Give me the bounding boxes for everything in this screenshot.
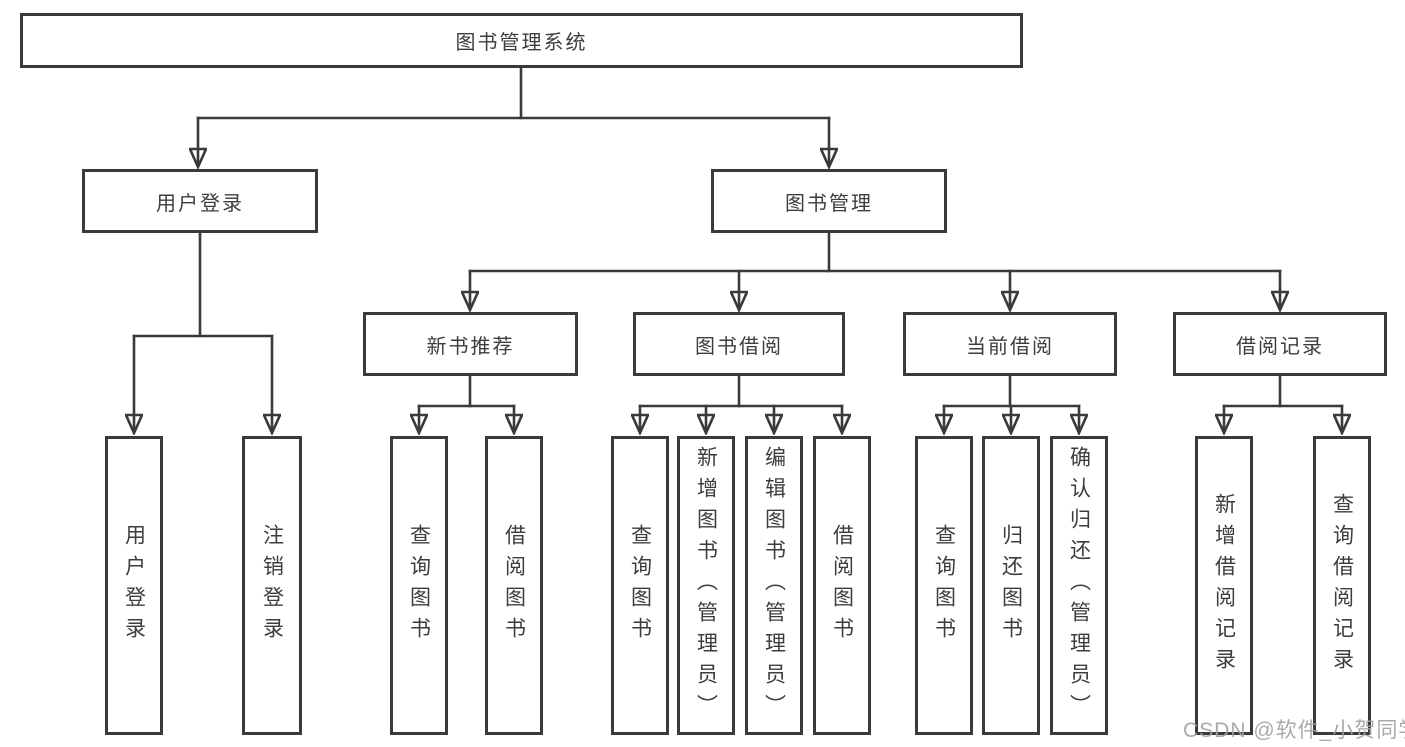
leaf-logout: 注销登录 — [242, 436, 302, 735]
leaf-add-books-admin: 新增图书（管理员） — [677, 436, 735, 735]
leaf-borrow-books-borrowing-label: 借阅图书 — [830, 523, 854, 648]
node-book-management: 图书管理 — [711, 169, 947, 233]
leaf-query-books-borrowing: 查询图书 — [611, 436, 669, 735]
leaf-borrow-books-recommend: 借阅图书 — [485, 436, 543, 735]
csdn-watermark: CSDN @软件_小贺同学 — [1183, 719, 1405, 742]
leaf-add-books-admin-label: 新增图书（管理员） — [694, 446, 718, 725]
leaf-confirm-return-admin: 确认归还（管理员） — [1050, 436, 1108, 735]
leaf-confirm-return-admin-label: 确认归还（管理员） — [1067, 446, 1091, 725]
leaf-query-borrow-record-label: 查询借阅记录 — [1330, 492, 1354, 679]
leaf-logout-label: 注销登录 — [260, 523, 284, 648]
leaf-query-books-current-label: 查询图书 — [932, 523, 956, 648]
leaf-edit-books-admin-label: 编辑图书（管理员） — [762, 446, 786, 725]
leaf-query-borrow-record: 查询借阅记录 — [1313, 436, 1371, 735]
leaf-user-login-label: 用户登录 — [122, 523, 146, 648]
leaf-add-borrow-record-label: 新增借阅记录 — [1212, 492, 1236, 679]
leaf-query-books-current: 查询图书 — [915, 436, 973, 735]
node-user-login: 用户登录 — [82, 169, 318, 233]
node-new-book-recommend: 新书推荐 — [363, 312, 578, 376]
leaf-query-books-borrowing-label: 查询图书 — [628, 523, 652, 648]
leaf-add-borrow-record: 新增借阅记录 — [1195, 436, 1253, 735]
node-current-borrowing: 当前借阅 — [903, 312, 1117, 376]
leaf-return-books-label: 归还图书 — [999, 523, 1023, 648]
leaf-user-login: 用户登录 — [105, 436, 163, 735]
leaf-query-books-recommend: 查询图书 — [390, 436, 448, 735]
leaf-return-books: 归还图书 — [982, 436, 1040, 735]
node-library-management-system: 图书管理系统 — [20, 13, 1023, 68]
leaf-borrow-books-recommend-label: 借阅图书 — [502, 523, 526, 648]
node-borrowing-records: 借阅记录 — [1173, 312, 1387, 376]
leaf-edit-books-admin: 编辑图书（管理员） — [745, 436, 803, 735]
leaf-borrow-books-borrowing: 借阅图书 — [813, 436, 871, 735]
node-book-borrowing: 图书借阅 — [633, 312, 845, 376]
leaf-query-books-recommend-label: 查询图书 — [407, 523, 431, 648]
